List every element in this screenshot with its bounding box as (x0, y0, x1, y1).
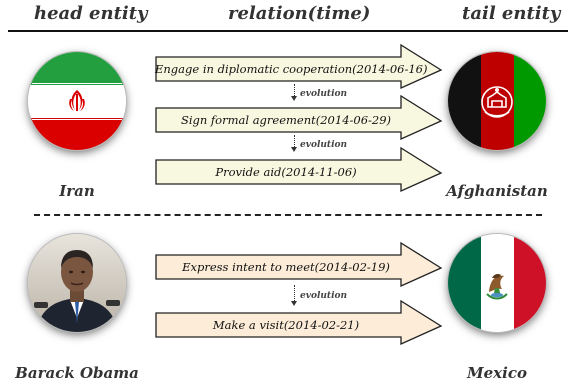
tail-entity-name: Afghanistan (446, 182, 548, 200)
relation-label: Express intent to meet(2014-02-19) (182, 260, 390, 274)
group-separator (34, 214, 542, 216)
evolution-arrowhead (291, 147, 297, 152)
arrow-shape (155, 300, 443, 345)
head-entity-header: head entity (34, 3, 148, 24)
evolution-arrowhead (291, 301, 297, 306)
relation-arrow: Engage in diplomatic cooperation(2014-06… (155, 44, 443, 89)
afghanistan-flag-icon (448, 52, 546, 150)
relation-arrow: Make a visit(2014-02-21) (155, 300, 443, 345)
person-photo-icon (28, 234, 126, 332)
head-entity-name: Iran (59, 182, 95, 200)
relation-label: Engage in diplomatic cooperation(2014-06… (155, 62, 428, 76)
relation-arrow: Sign formal agreement(2014-06-29) (155, 95, 443, 140)
arrow-shape (155, 242, 443, 287)
relation-arrow: Provide aid(2014-11-06) (155, 147, 443, 192)
relation-arrow: Express intent to meet(2014-02-19) (155, 242, 443, 287)
head-entity-name: Barack Obama (15, 364, 139, 382)
relation-label: Make a visit(2014-02-21) (212, 318, 360, 332)
evolution-label: evolution (300, 89, 348, 99)
relation-label: Sign formal agreement(2014-06-29) (180, 113, 392, 127)
evolution-label: evolution (300, 291, 348, 301)
relation-label: Provide aid(2014-11-06) (215, 165, 357, 179)
arrow-shape (155, 147, 443, 192)
tail-entity-name: Mexico (467, 364, 527, 382)
tail-entity-header: tail entity (462, 3, 561, 24)
evolution-connector (294, 84, 295, 96)
mexico-flag-icon (448, 234, 546, 332)
evolution-arrowhead (291, 96, 297, 101)
relation-header: relation(time) (228, 3, 371, 24)
evolution-connector (294, 285, 295, 301)
header-rule (8, 30, 568, 32)
iran-flag-icon (28, 52, 126, 150)
arrow-shape (155, 95, 443, 140)
evolution-label: evolution (300, 140, 348, 150)
evolution-connector (294, 135, 295, 147)
arrow-shape (155, 44, 443, 89)
